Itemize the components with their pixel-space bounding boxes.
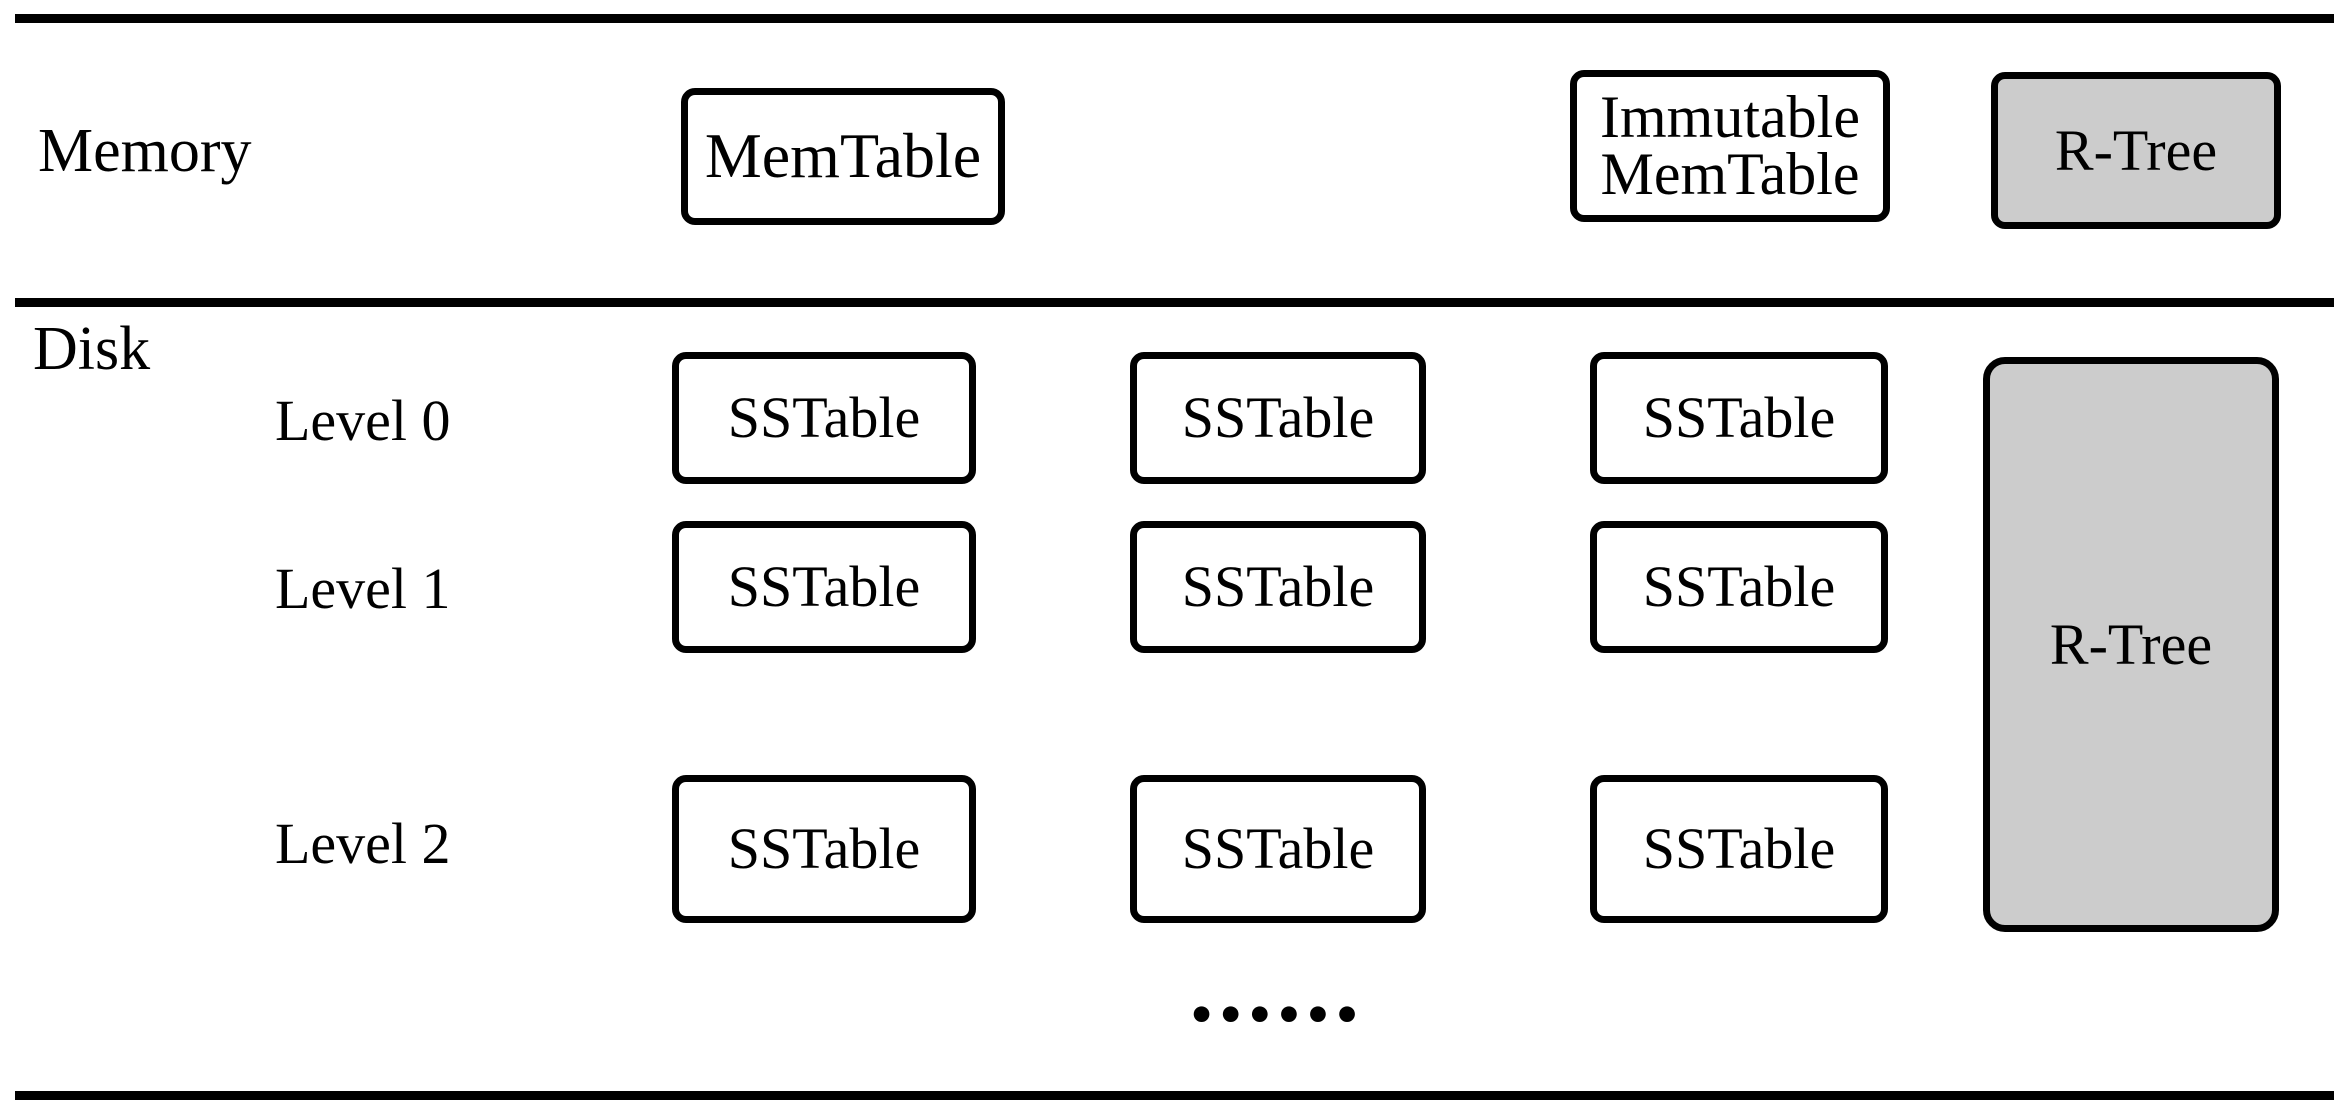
disk-rtree-box[interactable]: R-Tree xyxy=(1983,357,2279,932)
sstable-box-level2-col2[interactable]: SSTable xyxy=(1130,775,1426,923)
sstable-label: SSTable xyxy=(1181,385,1375,451)
sstable-label: SSTable xyxy=(1181,816,1375,882)
bottom-divider-rule xyxy=(15,1091,2334,1100)
sstable-box-level0-col2[interactable]: SSTable xyxy=(1130,352,1426,484)
level-label-1: Level 1 xyxy=(275,556,451,621)
memory-disk-divider-rule xyxy=(15,298,2334,307)
sstable-label: SSTable xyxy=(727,385,921,451)
disk-rtree-label: R-Tree xyxy=(2049,611,2213,677)
section-label-disk: Disk xyxy=(33,315,151,383)
sstable-label: SSTable xyxy=(1642,385,1836,451)
sstable-label: SSTable xyxy=(727,554,921,620)
sstable-box-level1-col2[interactable]: SSTable xyxy=(1130,521,1426,653)
sstable-box-level2-col1[interactable]: SSTable xyxy=(672,775,976,923)
top-divider-rule xyxy=(15,14,2334,23)
sstable-box-level0-col3[interactable]: SSTable xyxy=(1590,352,1888,484)
level-label-2: Level 2 xyxy=(275,811,451,876)
immutable-memtable-box[interactable]: Immutable MemTable xyxy=(1570,70,1890,222)
sstable-box-level1-col3[interactable]: SSTable xyxy=(1590,521,1888,653)
sstable-label: SSTable xyxy=(1642,554,1836,620)
immutable-memtable-label: Immutable MemTable xyxy=(1600,84,1860,207)
sstable-box-level0-col1[interactable]: SSTable xyxy=(672,352,976,484)
sstable-box-level2-col3[interactable]: SSTable xyxy=(1590,775,1888,923)
sstable-box-level1-col1[interactable]: SSTable xyxy=(672,521,976,653)
memory-rtree-box[interactable]: R-Tree xyxy=(1991,72,2281,229)
memtable-label: MemTable xyxy=(704,120,982,192)
section-label-memory: Memory xyxy=(38,117,252,185)
level-label-0: Level 0 xyxy=(275,388,451,453)
continuation-ellipsis: •••••• xyxy=(1190,978,1365,1051)
sstable-label: SSTable xyxy=(1181,554,1375,620)
memtable-box[interactable]: MemTable xyxy=(681,88,1005,225)
memory-rtree-label: R-Tree xyxy=(2054,117,2218,183)
sstable-label: SSTable xyxy=(727,816,921,882)
sstable-label: SSTable xyxy=(1642,816,1836,882)
